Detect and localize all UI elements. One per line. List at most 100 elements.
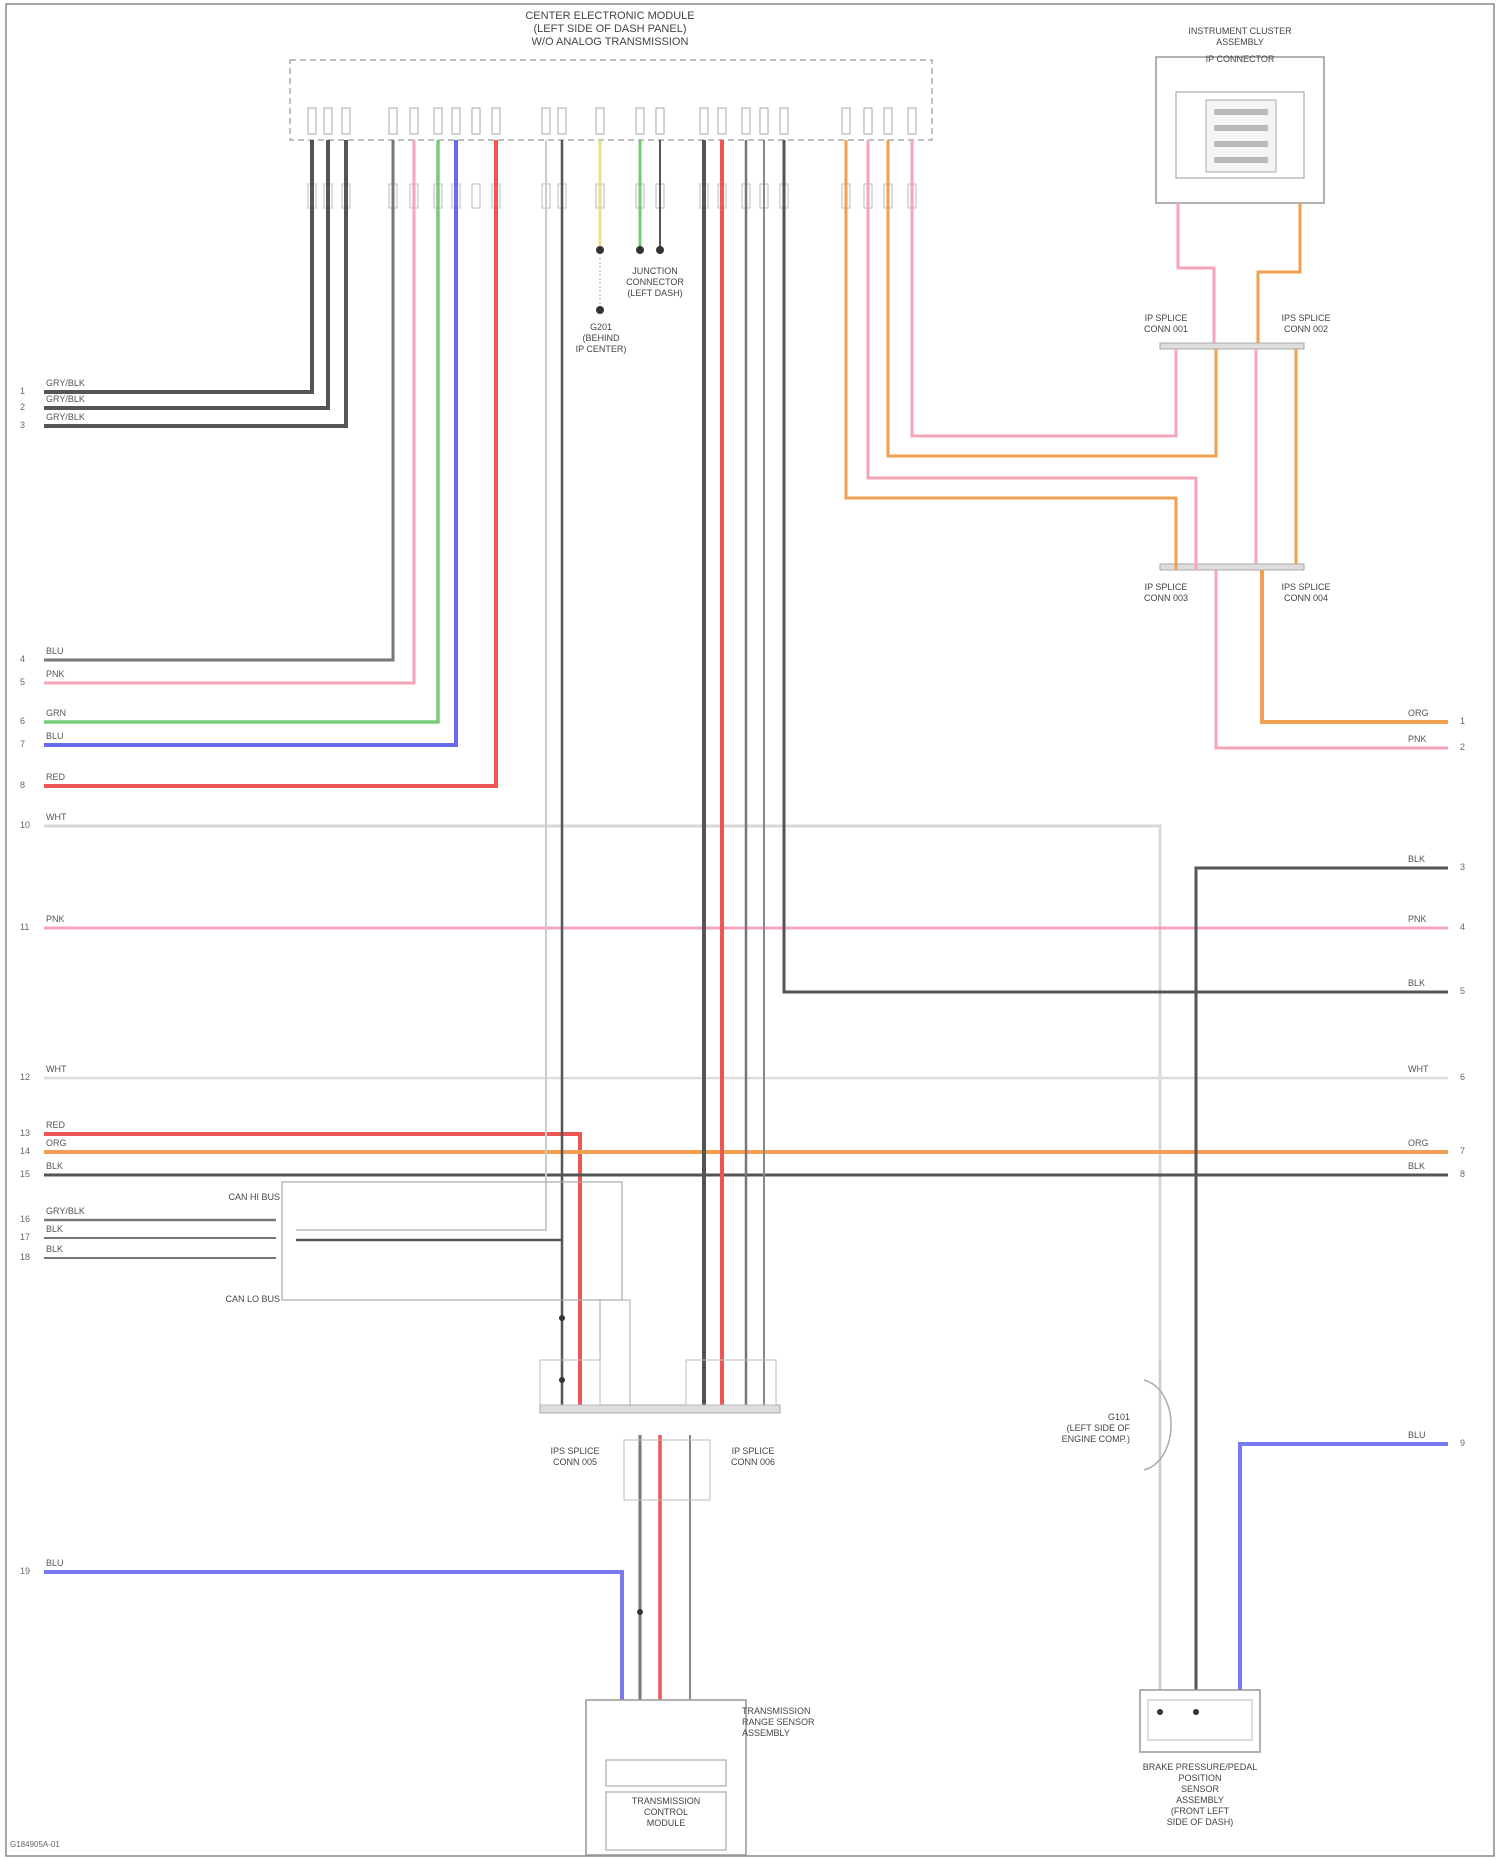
module-pin: [492, 108, 500, 134]
label-line: TRANSMISSION: [606, 1796, 726, 1807]
ground-right-label: JUNCTION CONNECTOR (LEFT DASH): [612, 266, 698, 299]
left-wire-color: BLU: [46, 1558, 64, 1568]
right-wire-color: ORG: [1408, 1138, 1429, 1148]
right-wire-color: BLK: [1408, 1161, 1425, 1171]
right-wire-pin: 5: [1460, 986, 1465, 996]
label-line: (LEFT SIDE OF: [1020, 1423, 1130, 1434]
figure-id: G184905A-01: [10, 1840, 60, 1849]
label-line: (FRONT LEFT: [1110, 1806, 1290, 1817]
splice-bar-2: [1160, 564, 1304, 570]
left-wire-pin: 4: [20, 654, 25, 664]
left-wire-pin: 12: [20, 1072, 30, 1082]
module-pin: [700, 108, 708, 134]
left-wire-color: RED: [46, 1120, 65, 1130]
left-wire-pin: 13: [20, 1128, 30, 1138]
right-wire-pin: 1: [1460, 716, 1465, 726]
left-wire-pin: 1: [20, 386, 25, 396]
label-line: CONN 001: [1126, 324, 1206, 335]
left-wire-color: BLU: [46, 646, 64, 656]
label-line: POSITION: [1110, 1773, 1290, 1784]
wire-tag: [472, 184, 480, 208]
module-pin: [842, 108, 850, 134]
left-wire-pin: 11: [20, 922, 29, 932]
center-module-box: [290, 60, 932, 140]
left-wire-pin: 19: [20, 1566, 30, 1576]
label-line: CONN 005: [530, 1457, 620, 1468]
left-wire-color: GRY/BLK: [46, 378, 85, 388]
splice-1-left-label: IP SPLICE CONN 001: [1126, 313, 1206, 335]
ground-dot: [636, 246, 644, 254]
label-line: MODULE: [606, 1818, 726, 1829]
right-wire-pin: 8: [1460, 1169, 1465, 1179]
label-line: CONN 002: [1266, 324, 1346, 335]
left-wire-pin: 17: [20, 1232, 30, 1242]
right-wire-color: BLK: [1408, 978, 1425, 988]
right-wire-pin: 2: [1460, 742, 1465, 752]
can-hi-label: CAN HI BUS: [170, 1192, 280, 1203]
label-line: ASSEMBLY: [742, 1728, 842, 1739]
instrument-cluster-label: INSTRUMENT CLUSTER ASSEMBLY IP CONNECTOR: [1150, 26, 1330, 65]
right-wire-color: BLK: [1408, 854, 1425, 864]
left-wire-color: GRY/BLK: [46, 412, 85, 422]
label-line: IP SPLICE: [1126, 582, 1206, 593]
right-wire-color: BLU: [1408, 1430, 1426, 1440]
module-pin: [636, 108, 644, 134]
label-line: G101: [1020, 1412, 1130, 1423]
label-line: ASSEMBLY: [1150, 37, 1330, 48]
ground-dot: [656, 246, 664, 254]
lower-splice-a-label: IPS SPLICE CONN 005: [530, 1446, 620, 1468]
label-line: IP SPLICE: [1126, 313, 1206, 324]
label-line: CONN 006: [708, 1457, 798, 1468]
left-wire-pin: 2: [20, 402, 25, 412]
left-wire-color: PNK: [46, 914, 65, 924]
can-bus-drop: [600, 1300, 630, 1410]
module-pin: [718, 108, 726, 134]
ground-left-label: G201 (BEHIND IP CENTER): [566, 322, 636, 355]
splice-2-right-label: IPS SPLICE CONN 004: [1266, 582, 1346, 604]
transmission-label: TRANSMISSION RANGE SENSOR ASSEMBLY: [742, 1706, 842, 1739]
label-line: IP CENTER): [566, 344, 636, 355]
right-wire-color: ORG: [1408, 708, 1429, 718]
module-pin: [760, 108, 768, 134]
left-wire-pin: 15: [20, 1169, 30, 1179]
left-wire-color: WHT: [46, 812, 67, 822]
ground-connector-symbol: [1144, 1380, 1171, 1470]
right-wire-color: WHT: [1408, 1064, 1429, 1074]
right-wire-pin: 6: [1460, 1072, 1465, 1082]
left-wire-color: ORG: [46, 1138, 67, 1148]
module-pin: [656, 108, 664, 134]
label-line: ASSEMBLY: [1110, 1795, 1290, 1806]
label-line: RANGE SENSOR: [742, 1717, 842, 1728]
module-pin: [558, 108, 566, 134]
left-wire-color: GRY/BLK: [46, 1206, 85, 1216]
left-wire-color: GRY/BLK: [46, 394, 85, 404]
label-line: JUNCTION: [612, 266, 698, 277]
module-pin: [389, 108, 397, 134]
label-line: IPS SPLICE: [1266, 313, 1346, 324]
right-wire-pin: 4: [1460, 922, 1465, 932]
left-wire-pin: 14: [20, 1146, 30, 1156]
left-wire-color: WHT: [46, 1064, 67, 1074]
ground-dot: [596, 246, 604, 254]
module-pin: [884, 108, 892, 134]
left-wire-color: GRN: [46, 708, 66, 718]
diagram-border: [6, 4, 1494, 1856]
left-wire-pin: 8: [20, 780, 25, 790]
right-wire-color: PNK: [1408, 734, 1427, 744]
right-wire-pin: 9: [1460, 1438, 1465, 1448]
module-pin: [864, 108, 872, 134]
left-wire-color: BLK: [46, 1224, 63, 1234]
module-pin: [472, 108, 480, 134]
ground-mid-label: G101 (LEFT SIDE OF ENGINE COMP.): [1020, 1412, 1130, 1445]
left-wire-pin: 6: [20, 716, 25, 726]
left-wire-pin: 3: [20, 420, 25, 430]
module-title-line: (LEFT SIDE OF DASH PANEL): [470, 23, 750, 36]
label-line: SENSOR: [1110, 1784, 1290, 1795]
module-pin: [434, 108, 442, 134]
left-wire-color: BLK: [46, 1161, 63, 1171]
can-lo-label: CAN LO BUS: [140, 1294, 280, 1305]
left-wire-pin: 16: [20, 1214, 30, 1224]
module-pin: [742, 108, 750, 134]
module-pin: [542, 108, 550, 134]
